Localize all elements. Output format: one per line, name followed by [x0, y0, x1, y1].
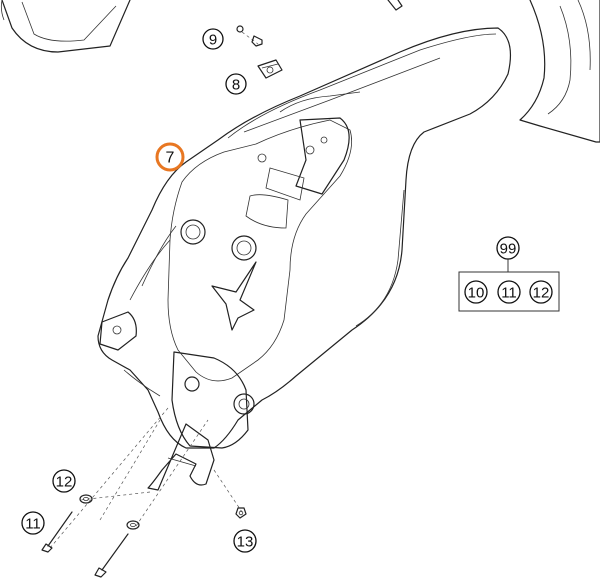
kit-item-10-label: 10 — [468, 285, 485, 302]
highlight-ring — [155, 142, 185, 172]
kit-item-11-label: 11 — [501, 285, 517, 302]
callout-9[interactable]: 9 — [202, 28, 224, 50]
callout-7[interactable]: 7 — [155, 142, 185, 172]
callout-13[interactable]: 13 — [233, 529, 257, 553]
callout-11[interactable]: 11 — [21, 511, 45, 535]
kit-group-99: 99 10 11 12 — [458, 236, 560, 312]
right-fender-fragment — [519, 0, 600, 143]
kit-item-12-label: 12 — [533, 285, 550, 302]
callout-12[interactable]: 12 — [52, 469, 76, 493]
callout-9-label: 9 — [209, 32, 217, 49]
screw-9-part — [236, 25, 263, 47]
kit-item-11-circle[interactable] — [497, 280, 521, 304]
callout-8[interactable]: 8 — [225, 73, 247, 95]
callout-11-label: 11 — [25, 516, 41, 533]
fastener-assembly — [41, 407, 247, 578]
side-cover-part — [97, 27, 511, 491]
top-center-part-fragment — [387, 0, 403, 11]
kit-item-12-circle[interactable] — [529, 280, 553, 304]
callout-12-label: 12 — [56, 474, 73, 491]
callout-7-label: 7 — [166, 150, 175, 167]
top-left-part-fragment — [0, 0, 131, 53]
kit-99-label: 99 — [500, 241, 517, 258]
kit-item-10-circle[interactable] — [464, 280, 488, 304]
callout-8-label: 8 — [232, 77, 240, 94]
clip-nut-8-part — [257, 59, 283, 79]
callout-13-label: 13 — [237, 534, 254, 551]
